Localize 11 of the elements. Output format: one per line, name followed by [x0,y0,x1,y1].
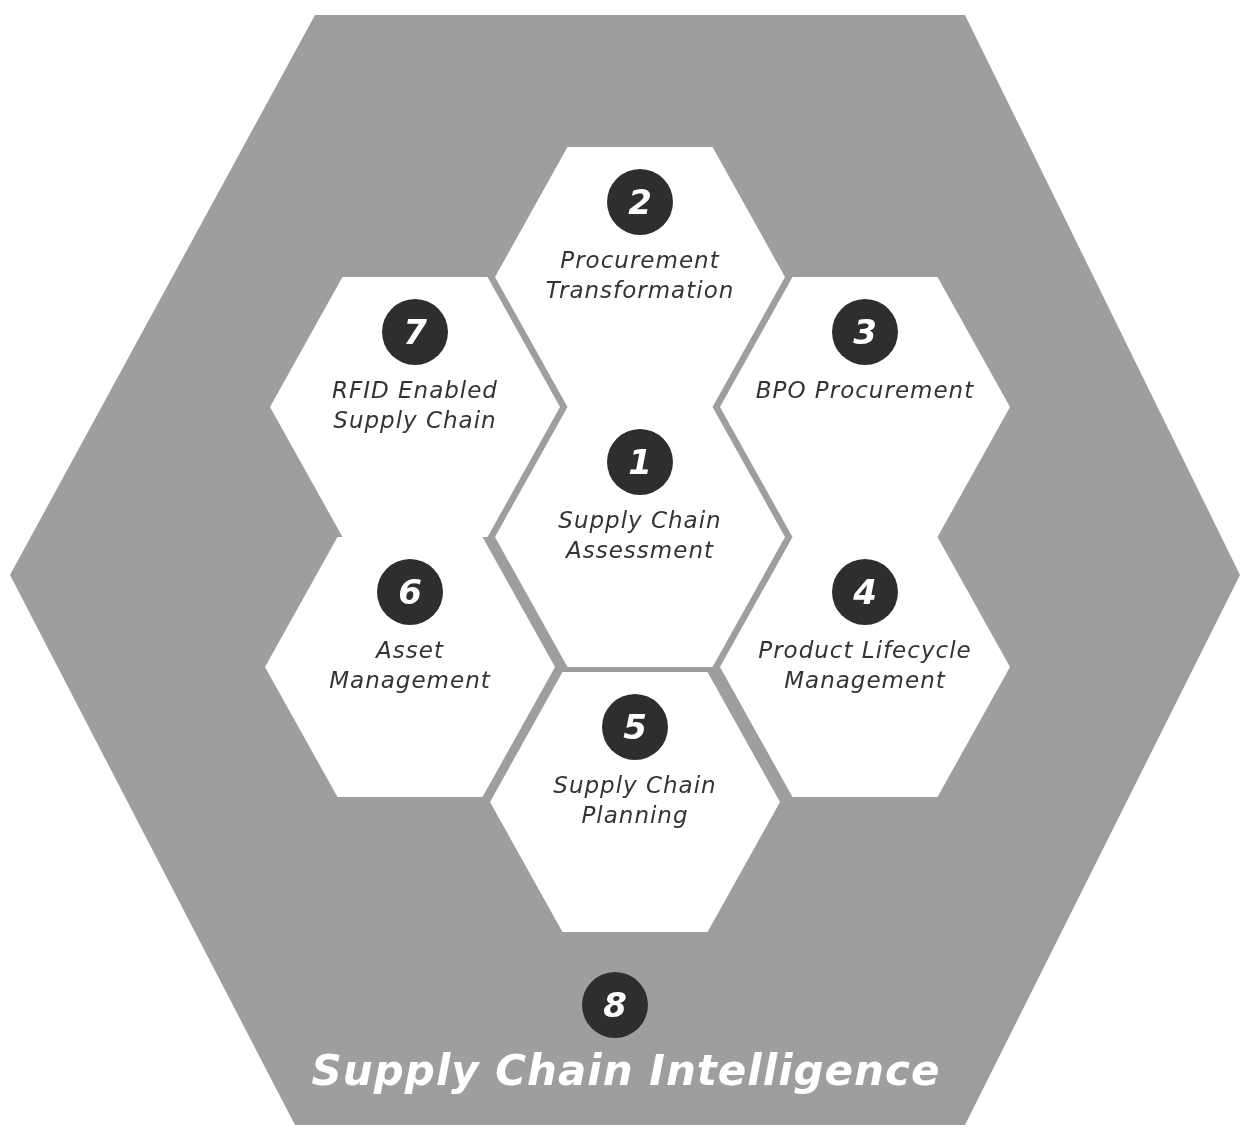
tile-title: BPO Procurement [754,376,976,405]
tile-title: Supply Chain Assessment [557,506,723,565]
tile-title: Asset Management [328,636,492,695]
tile-title: Product Lifecycle Management [757,636,973,695]
tile-title: RFID Enabled Supply Chain [331,376,499,435]
panel-title: Supply Chain Intelligence [310,1046,942,1095]
hexagon-tile [490,672,780,932]
hexagon-tile [720,537,1010,797]
hexagon-tile [265,537,555,797]
tile-title: Procurement Transformation [544,246,736,305]
tile-title: Supply Chain Planning [552,771,718,830]
